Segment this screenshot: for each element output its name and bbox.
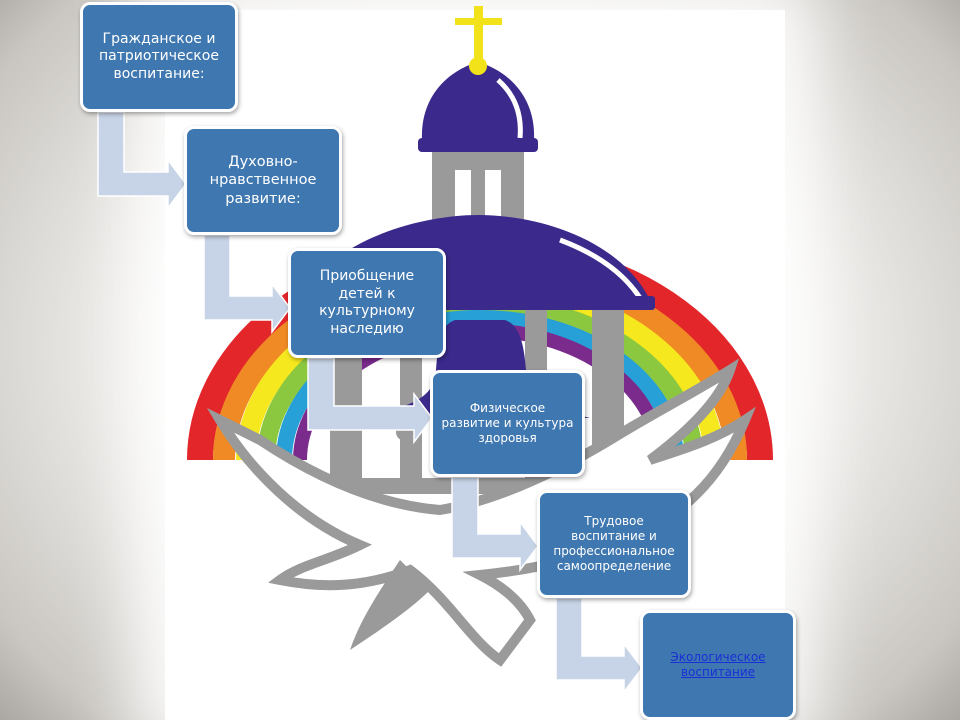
step-ecological-box: Экологическое воспитание (640, 610, 796, 720)
step-spiritual-moral-box: Духовно-нравственное развитие: (184, 126, 342, 235)
step-cultural-heritage-box: Приобщение детей к культурному наследию (288, 248, 446, 358)
arrow-3-4 (307, 357, 433, 445)
arrow-1-2 (97, 111, 187, 211)
step-physical-health-box: Физическое развитие и культура здоровья (430, 370, 585, 477)
arrow-4-5 (451, 476, 539, 573)
step-labor-professional-label: Трудовое воспитание и профессиональное с… (553, 514, 675, 573)
ecological-education-link[interactable]: Экологическое воспитание (670, 650, 766, 679)
onion-dome-icon (418, 62, 538, 152)
arrow-2-3 (203, 234, 291, 335)
step-physical-health-label: Физическое развитие и культура здоровья (441, 401, 574, 445)
step-spiritual-moral-label: Духовно-нравственное развитие: (209, 154, 317, 207)
step-cultural-heritage-label: Приобщение детей к культурному наследию (319, 268, 415, 337)
arrow-5-6 (555, 597, 643, 695)
step-civic-patriotic-label: Гражданское и патриотическое воспитание: (99, 30, 219, 82)
step-civic-patriotic-box: Гражданское и патриотическое воспитание: (80, 2, 238, 112)
cross-icon (455, 6, 502, 75)
step-labor-professional-box: Трудовое воспитание и профессиональное с… (537, 490, 691, 598)
